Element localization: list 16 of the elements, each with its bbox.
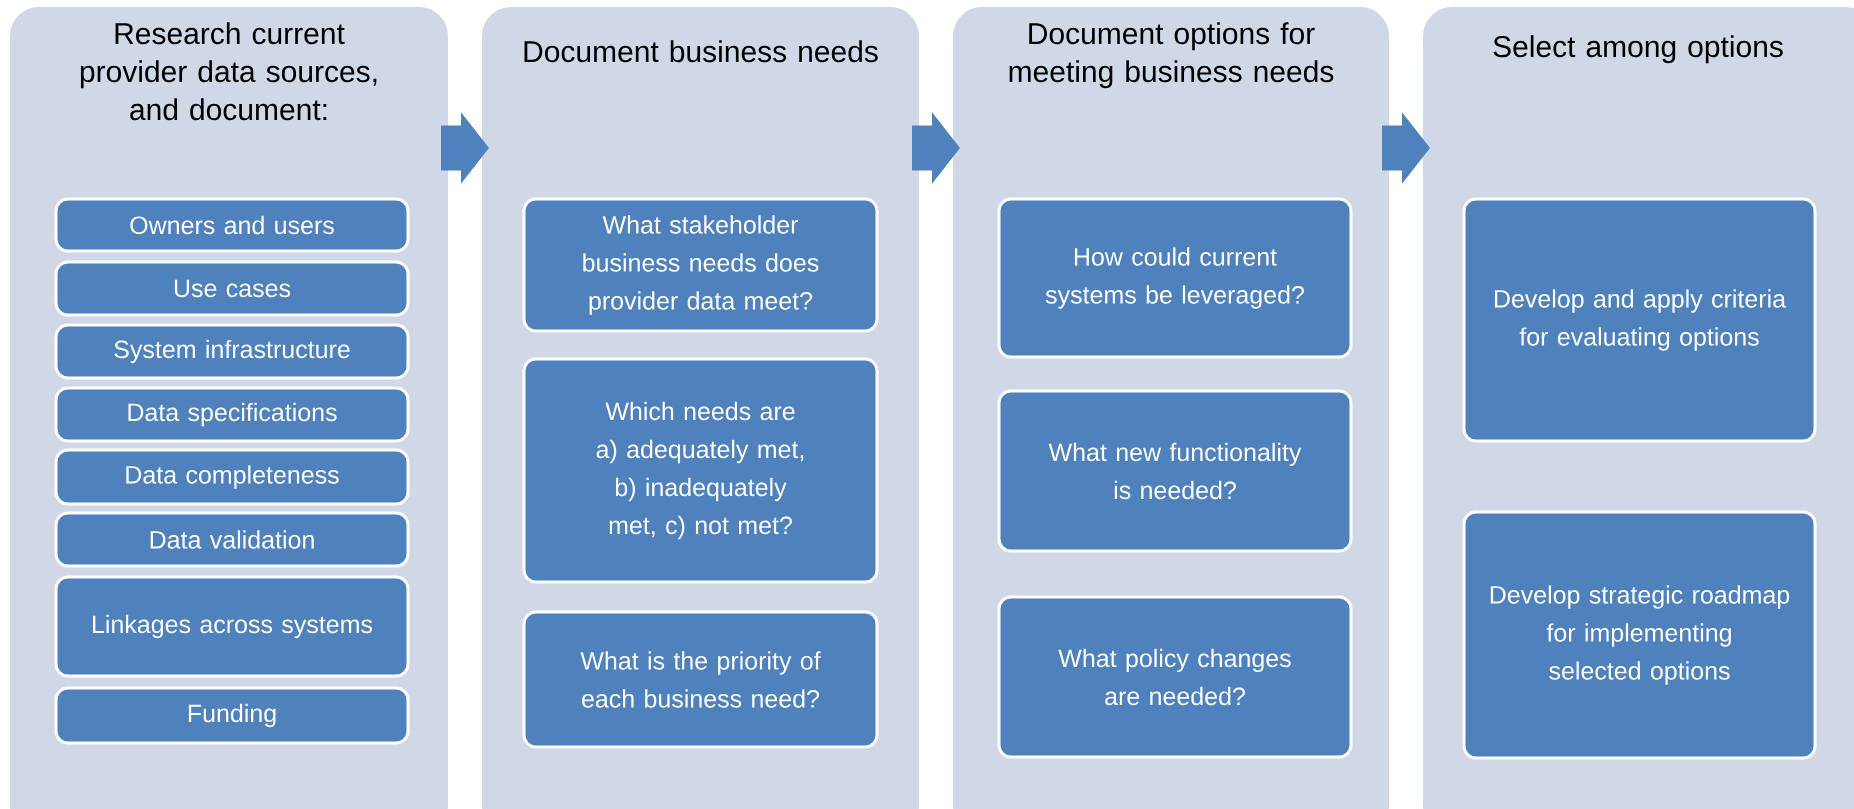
question-box: What stakeholder business needs does provider data meet? (522, 197, 879, 333)
question-box: Use cases (54, 260, 410, 317)
question-box: What new functionality is needed? (997, 389, 1353, 553)
question-box: What policy changes are needed? (997, 595, 1353, 759)
question-box: Data completeness (54, 448, 410, 506)
question-box: Develop strategic roadmap for implementing selected options (1462, 510, 1817, 760)
question-box: Develop and apply criteria for evaluating options (1462, 197, 1817, 443)
question-box: How could current systems be leveraged? (997, 197, 1353, 359)
question-box: Owners and users (54, 197, 410, 253)
question-box: Funding (54, 686, 410, 745)
question-box: Data specifications (54, 386, 410, 443)
question-box: System infrastructure (54, 323, 410, 380)
question-box: Data validation (54, 511, 410, 568)
question-box: Which needs are a) adequately met, b) inadequately met, c) not met? (522, 357, 879, 584)
question-box: What is the priority of each business need? (522, 610, 879, 749)
question-box: Linkages across systems (54, 575, 410, 678)
